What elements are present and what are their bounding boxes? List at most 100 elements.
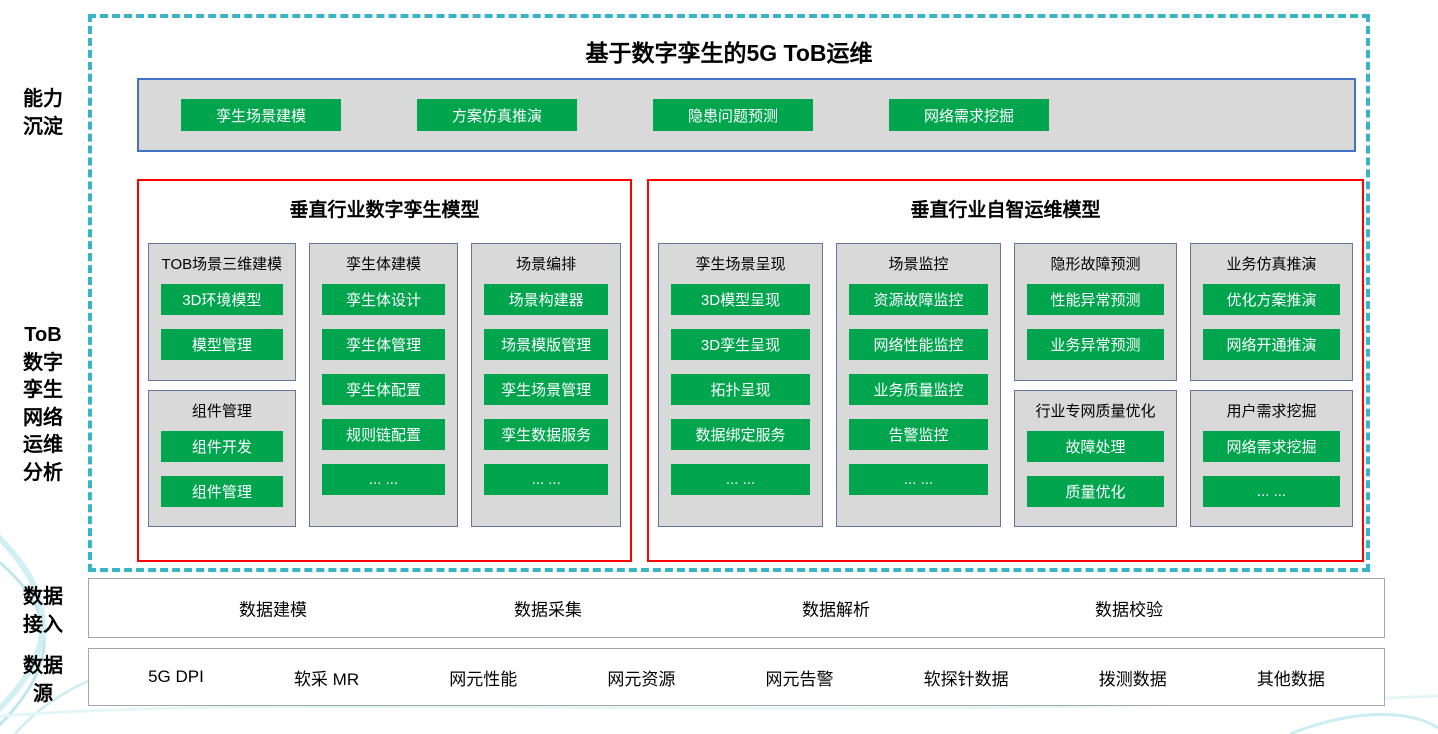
box-items: 性能异常预测业务异常预测: [1015, 276, 1176, 372]
model-item-block: 性能异常预测: [1027, 284, 1164, 315]
model-item-block: 孪生场景管理: [484, 374, 609, 405]
panel-title-autonomous-ops-model: 垂直行业自智运维模型: [910, 200, 1101, 221]
box-items: 组件开发组件管理: [149, 423, 295, 519]
data-source-row: 5G DPI 软采 MR 网元性能 网元资源 网元告警 软探针数据 拨测数据 其他数据: [88, 648, 1385, 706]
box-header: 用户需求挖掘: [1226, 402, 1317, 420]
column-twin-body-modeling: 孪生体建模 孪生体设计孪生体管理孪生体配置规则链配置 ... ...: [308, 243, 459, 527]
data-source-item: 网元资源: [607, 669, 676, 689]
side-label-line: 网络: [23, 406, 63, 429]
model-item-block: 场景模版管理: [484, 329, 609, 360]
model-item-block: 孪生数据服务: [484, 419, 609, 450]
box-component-management: 组件管理 组件开发组件管理: [148, 389, 296, 527]
capability-button: 孪生场景建模: [181, 99, 341, 131]
model-item-block: 模型管理: [161, 329, 283, 360]
model-item-block: 3D孪生呈现: [671, 329, 810, 360]
data-access-row: 数据建模 数据采集 数据解析 数据校验: [88, 578, 1385, 638]
model-item-block: 孪生体管理: [321, 329, 446, 360]
box-header: 场景监控: [888, 256, 949, 273]
box-items: 故障处理质量优化: [1015, 423, 1176, 519]
panel-title-digital-twin-model: 垂直行业数字孪生模型: [289, 200, 480, 221]
box-hidden-fault-prediction: 隐形故障预测 性能异常预测业务异常预测: [1014, 243, 1177, 381]
column-simulation-demand: 业务仿真推演 优化方案推演网络开通推演 用户需求挖掘 网络需求挖掘 ... ...: [1190, 243, 1353, 527]
data-source-item: 网元性能: [449, 669, 518, 689]
side-label-line: 沉淀: [23, 115, 63, 138]
box-header: 孪生体建模: [346, 256, 422, 273]
model-item-block: 场景构建器: [484, 284, 609, 315]
model-item-block: 质量优化: [1027, 475, 1164, 507]
data-source-item: 网元告警: [765, 669, 834, 689]
side-label-line: 源: [33, 682, 53, 705]
column-scene-monitoring: 场景监控 资源故障监控网络性能监控业务质量监控告警监控 ... ...: [836, 243, 1001, 527]
model-item-block: 网络开通推演: [1203, 329, 1340, 360]
box-header: TOB场景三维建模: [161, 256, 283, 273]
capability-button: 方案仿真推演: [417, 99, 577, 131]
digital-twin-frame: 基于数字孪生的5G ToB运维 孪生场景建模 方案仿真推演 隐患问题预测网络需求挖掘…: [88, 14, 1370, 572]
model-item-block: 3D环境模型: [161, 284, 283, 315]
model-item-block: 故障处理: [1027, 430, 1164, 462]
data-access-item: 数据建模: [239, 600, 307, 620]
panel-columns: TOB场景三维建模 3D环境模型模型管理 组件管理 组件开发组件管理 孪生体建模…: [148, 243, 622, 527]
box-items: 孪生体设计孪生体管理孪生体配置规则链配置 ... ...: [310, 276, 458, 507]
capability-bar: 孪生场景建模方案仿真推演隐患问题预测网络需求挖掘: [137, 78, 1356, 152]
digital-twin-model-panel: 垂直行业数字孪生模型 TOB场景三维建模 3D环境模型模型管理 组件管理 组件开…: [137, 179, 632, 562]
side-label-tob-digital-twin: ToB 数字孪生网络运维分析: [0, 322, 86, 488]
model-item-block: 孪生体配置: [321, 374, 446, 405]
model-item-block: 3D模型呈现: [671, 284, 810, 315]
data-source-item: 5G DPI: [148, 667, 204, 686]
box-header: 组件管理: [191, 402, 252, 420]
data-access-item: 数据解析: [802, 600, 870, 620]
data-access-item: 数据校验: [1095, 600, 1163, 620]
box-items: 场景构建器场景模版管理孪生场景管理孪生数据服务... ...: [472, 276, 620, 507]
side-label-line: 数字: [23, 351, 63, 374]
side-label-data-access: 数据接入: [0, 584, 86, 639]
box-items: 优化方案推演网络开通推演: [1191, 276, 1352, 372]
box-private-network-quality-optimization: 行业专网质量优化 故障处理质量优化: [1014, 389, 1177, 527]
model-item-block: 告警监控: [849, 419, 988, 450]
box-service-simulation: 业务仿真推演 优化方案推演网络开通推演: [1190, 243, 1353, 381]
model-item-block: 资源故障监控: [849, 284, 988, 315]
data-source-item: 拨测数据: [1098, 669, 1167, 689]
model-item-block: ... ...: [849, 464, 988, 495]
model-item-block: 孪生体设计: [321, 284, 446, 315]
model-item-block: 优化方案推演: [1203, 284, 1340, 315]
box-header: 孪生场景呈现: [695, 256, 786, 273]
model-item-block: ... ...: [671, 464, 810, 495]
box-items: 网络需求挖掘 ... ...: [1191, 423, 1352, 519]
data-source-item: 软探针数据: [923, 669, 1009, 689]
box-user-demand-mining: 用户需求挖掘 网络需求挖掘 ... ...: [1190, 389, 1353, 527]
model-item-block: 组件开发: [161, 430, 283, 462]
column-fault-prediction-quality: 隐形故障预测 性能异常预测业务异常预测 行业专网质量优化 故障处理质量优化: [1014, 243, 1177, 527]
side-label-data-source: 数据源: [0, 653, 86, 708]
model-item-block: ... ...: [1203, 475, 1340, 507]
box-header: 业务仿真推演: [1226, 256, 1317, 273]
data-source-item: 其他数据: [1256, 669, 1325, 689]
side-label-line: 分析: [23, 461, 63, 484]
column-tob-scene-3d: TOB场景三维建模 3D环境模型模型管理 组件管理 组件开发组件管理: [148, 243, 296, 527]
side-label-line: ToB: [24, 324, 62, 346]
model-item-block: 规则链配置: [321, 419, 446, 450]
side-label-line: 运维: [23, 434, 63, 457]
capability-button: 隐患问题预测: [653, 99, 813, 131]
box-items: 资源故障监控网络性能监控业务质量监控告警监控 ... ...: [837, 276, 1000, 507]
side-label-capability: 能力沉淀: [0, 86, 86, 141]
side-label-line: 接入: [23, 613, 63, 636]
box-tob-scene-3d-modeling: TOB场景三维建模 3D环境模型模型管理: [148, 243, 296, 381]
model-item-block: 网络性能监控: [849, 329, 988, 360]
model-item-block: 业务异常预测: [1027, 329, 1164, 360]
data-source-item: 软采 MR: [293, 669, 360, 689]
page-title: 基于数字孪生的5G ToB运维: [585, 40, 873, 66]
side-label-line: 孪生: [23, 379, 63, 402]
side-label-line: 数据: [23, 586, 63, 608]
model-item-block: 网络需求挖掘: [1203, 430, 1340, 462]
box-header: 行业专网质量优化: [1035, 402, 1156, 420]
model-item-block: 业务质量监控: [849, 374, 988, 405]
side-label-line: 数据: [23, 655, 63, 677]
model-item-block: ... ...: [321, 464, 446, 495]
box-header: 隐形故障预测: [1050, 256, 1141, 273]
data-access-item: 数据采集: [514, 600, 582, 620]
